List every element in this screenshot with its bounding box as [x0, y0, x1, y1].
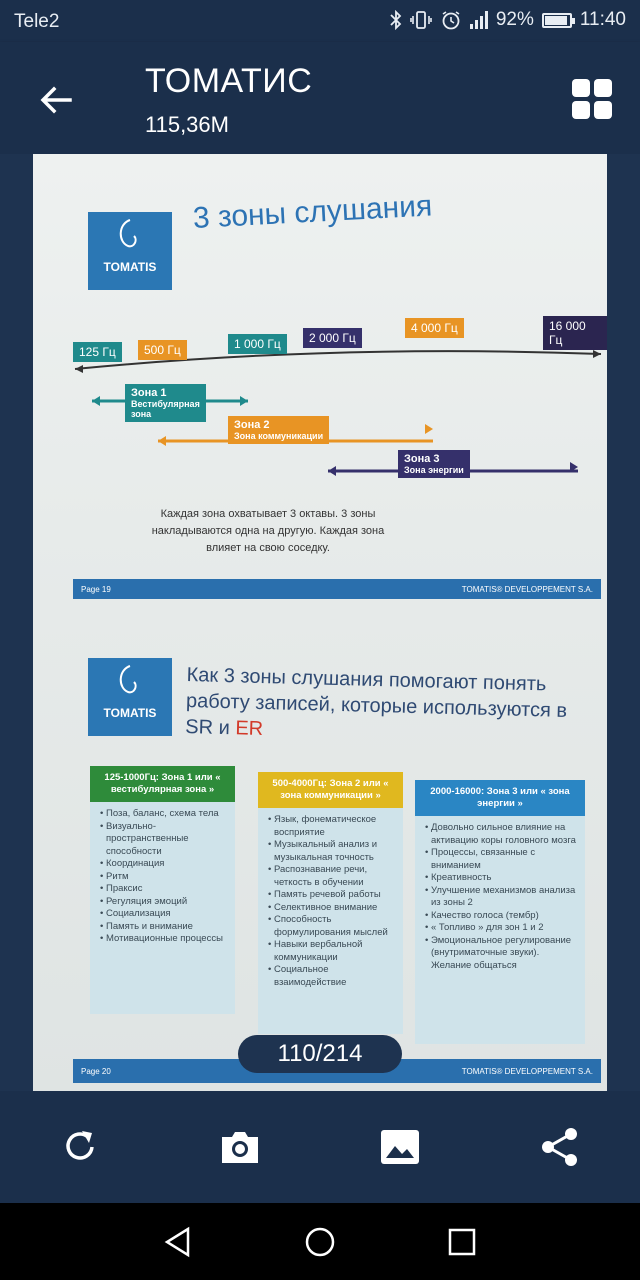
- image-icon[interactable]: [378, 1125, 422, 1169]
- page-19-heading: 3 зоны слушания: [192, 189, 433, 235]
- freq-label: 2 000 Гц: [303, 328, 362, 348]
- vibrate-icon: [410, 11, 432, 29]
- camera-icon[interactable]: [218, 1125, 262, 1169]
- battery-level: [544, 15, 567, 25]
- file-title: ТОМАТИС: [145, 62, 313, 100]
- nav-home-icon[interactable]: [304, 1226, 336, 1258]
- nav-back-icon[interactable]: [162, 1226, 194, 1258]
- status-icons: 92% 11:40: [390, 9, 626, 31]
- page-19-footer: Page 19 TOMATIS® DEVELOPPEMENT S.A.: [73, 579, 601, 599]
- zone-note: Каждая зона охватывает 3 октавы. 3 зоны …: [151, 508, 385, 554]
- alarm-icon: [442, 11, 460, 30]
- bottom-toolbar: [0, 1091, 640, 1203]
- battery-icon: [541, 12, 575, 28]
- nav-recents-icon[interactable]: [446, 1226, 478, 1258]
- photo-viewer[interactable]: TOMATIS 3 зоны слушания 125 Гц 500 Гц 1 …: [0, 154, 640, 1091]
- tomatis-logo: TOMATIS: [88, 658, 172, 736]
- document-photo: TOMATIS 3 зоны слушания 125 Гц 500 Гц 1 …: [33, 154, 607, 1091]
- system-nav-bar: [0, 1203, 640, 1280]
- page-20-heading: Как 3 зоны слушания помогают понять рабо…: [185, 664, 568, 741]
- ear-icon: [119, 665, 137, 694]
- share-icon[interactable]: [538, 1125, 582, 1169]
- signal-icon: [469, 11, 488, 29]
- zone-1-column: 125-1000Гц: Зона 1 или « вестибулярная з…: [90, 766, 235, 1014]
- status-bar: Tele2 92% 11:40: [0, 0, 640, 42]
- page-counter: 110/214: [238, 1035, 402, 1073]
- bluetooth-icon: [390, 10, 402, 30]
- clock: 11:40: [579, 9, 626, 30]
- carrier-name: Tele2: [14, 11, 60, 32]
- freq-label: 125 Гц: [73, 342, 122, 362]
- zone-1-label: Зона 1 Вестибулярная зона: [125, 384, 206, 422]
- file-size: 115,36M: [145, 112, 229, 137]
- frequency-axis: [74, 350, 602, 373]
- zone-2-label: Зона 2 Зона коммуникации: [228, 416, 330, 444]
- zone-3-label: Зона 3 Зона энергии: [398, 450, 470, 478]
- grid-view-icon[interactable]: [572, 79, 612, 119]
- back-arrow-icon[interactable]: [36, 80, 76, 120]
- ear-icon: [119, 219, 137, 248]
- zone-3-column: 2000-16000: Зона 3 или « зона энергии » …: [415, 780, 585, 1044]
- freq-label: 4 000 Гц: [405, 318, 464, 338]
- tomatis-logo: TOMATIS: [88, 212, 172, 290]
- freq-label: 16 000 Гц: [543, 316, 607, 350]
- freq-label: 1 000 Гц: [228, 334, 287, 354]
- zone-2-column: 500-4000Гц: Зона 2 или « зона коммуникац…: [258, 772, 403, 1034]
- battery-percent: 92%: [495, 9, 534, 30]
- freq-label: 500 Гц: [138, 340, 187, 360]
- refresh-icon[interactable]: [58, 1125, 102, 1169]
- app-bar: ТОМАТИС 115,36M: [0, 42, 640, 154]
